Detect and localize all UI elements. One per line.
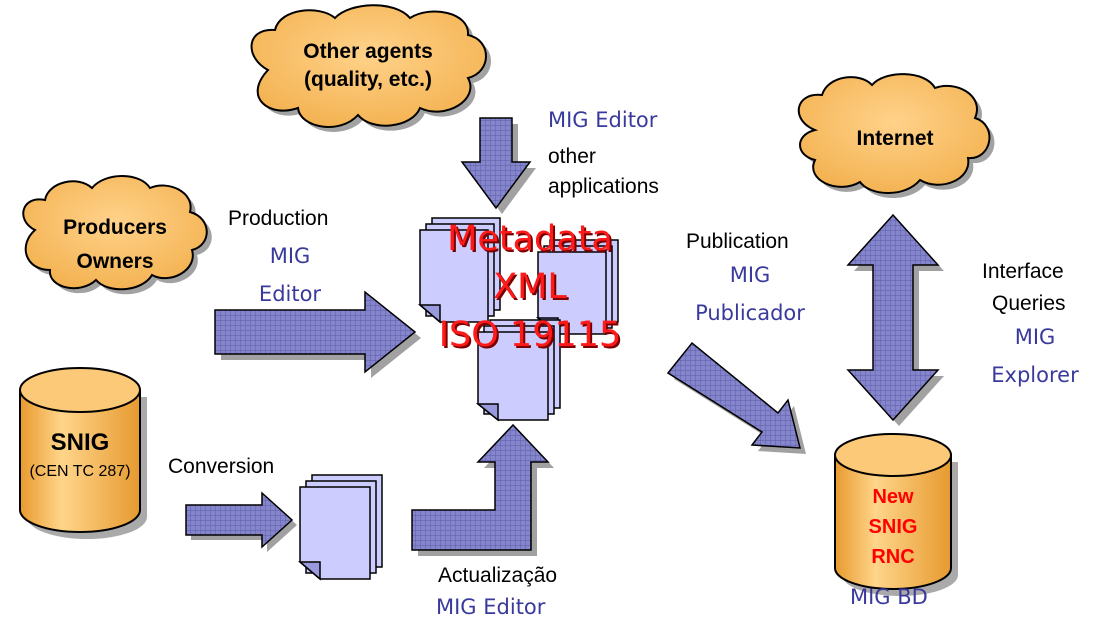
snig-subtitle: (CEN TC 287) (29, 463, 131, 480)
label-publication-publicador: Publicador (695, 301, 805, 325)
label-production-editor: Editor (258, 282, 322, 306)
label-publication-mig: MIG (729, 263, 771, 287)
arrow-actualizacao-up (411, 423, 554, 556)
metadata-title-line2: XML (493, 267, 567, 307)
new-snig-line3: RNC (871, 546, 915, 568)
snig-title: SNIG (50, 429, 110, 456)
database-snig (19, 367, 147, 539)
arrow-production-right (214, 290, 421, 378)
document-stack-left (417, 217, 501, 324)
new-snig-line1: New (872, 486, 914, 508)
label-explorer-mig: MIG (1014, 325, 1056, 349)
cloud-internet (797, 73, 995, 198)
label-actualizacao-tool: MIG Editor (436, 595, 546, 619)
label-publication: Publication (686, 230, 789, 253)
document-stack-conversion (297, 474, 383, 581)
label-other: other (548, 145, 596, 168)
arrow-publication-diagonal (666, 341, 806, 454)
new-snig-line2: SNIG (868, 516, 918, 538)
label-queries: Queries (992, 292, 1066, 315)
label-applications: applications (548, 175, 659, 198)
metadata-title-line1: Metadata (447, 219, 613, 259)
label-conversion: Conversion (168, 455, 275, 478)
document-stack-bottom (475, 319, 561, 422)
cloud-internet-label: Internet (856, 127, 934, 150)
document-stack-right (535, 239, 619, 336)
cloud-other-agents-line1: Other agents (303, 40, 433, 63)
label-actualizacao: Actualização (438, 564, 558, 587)
label-mig-bd: MIG BD (850, 585, 928, 609)
cloud-other-agents-line2: (quality, etc.) (304, 68, 432, 91)
label-production: Production (228, 207, 329, 230)
cloud-producers-line2: Owners (76, 250, 154, 273)
arrow-other-agents-down (460, 117, 536, 214)
cloud-producers-line1: Producers (63, 216, 167, 239)
label-explorer: Explorer (991, 363, 1079, 387)
cloud-other-agents (250, 4, 491, 132)
arrow-conversion-right (185, 491, 297, 552)
label-interface: Interface (982, 260, 1064, 283)
arrow-interface-bidirectional (846, 213, 944, 426)
cloud-producers (22, 175, 212, 295)
label-production-mig: MIG (269, 244, 311, 268)
label-mig-editor-top: MIG Editor (548, 108, 658, 132)
database-new-snig (834, 433, 958, 596)
metadata-title-line3: ISO 19115 (438, 315, 622, 355)
